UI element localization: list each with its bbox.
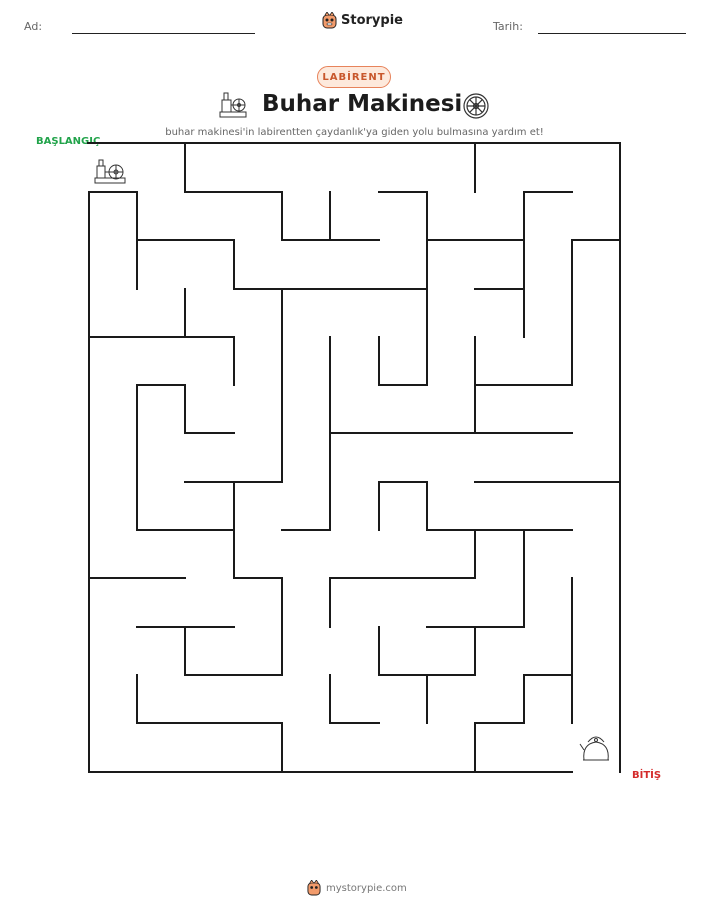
- date-label: Tarih:: [493, 20, 523, 33]
- storypie-mascot-icon: [307, 880, 321, 896]
- brand-name: Storypie: [341, 13, 403, 28]
- end-kettle-icon: [579, 736, 609, 761]
- page-title: Buhar Makinesi: [262, 91, 463, 117]
- brand-logo: Storypie: [322, 12, 403, 29]
- storypie-mascot-icon: [322, 12, 337, 29]
- footer-url[interactable]: mystorypie.com: [326, 882, 407, 894]
- category-badge: LABİRENT: [317, 66, 391, 88]
- steam-engine-icon: [219, 92, 247, 118]
- name-field-line[interactable]: [72, 33, 255, 34]
- name-label: Ad:: [24, 20, 43, 33]
- wheel-icon: [463, 93, 489, 119]
- date-field-line[interactable]: [538, 33, 686, 34]
- footer: mystorypie.com: [307, 880, 407, 896]
- start-steam-engine-icon: [94, 159, 126, 184]
- instruction-text: buhar makinesi'in labirentten çaydanlık'…: [165, 127, 544, 138]
- maze-walls: [87, 142, 621, 773]
- end-label: BİTİŞ: [632, 770, 662, 781]
- start-label: BAŞLANGIÇ: [36, 136, 101, 147]
